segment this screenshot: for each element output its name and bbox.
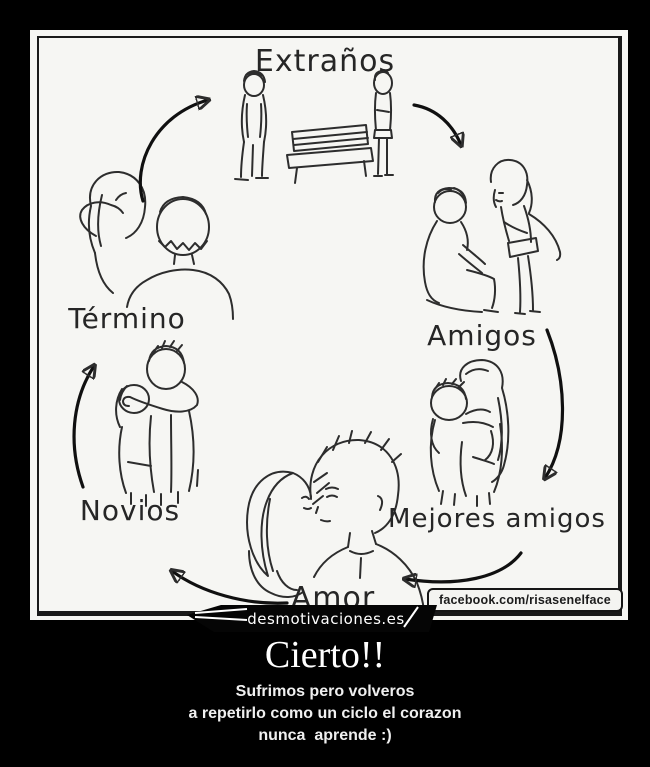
- stage-label-mejores-amigos: Mejores amigos: [388, 504, 606, 534]
- caption-line-1: Sufrimos pero volveros: [235, 683, 415, 700]
- meme-poster: Extraños Amigos Mejores amigos Amor Novi…: [30, 30, 628, 620]
- termino-figures: [79, 170, 234, 320]
- arrow-amigos-to-mejores-amigos: [545, 328, 565, 478]
- arrow-novios-to-termino: [72, 366, 94, 489]
- caption-line-3: nunca aprende :): [258, 727, 392, 744]
- facebook-credit: facebook.com/risasenelface: [427, 588, 623, 612]
- watermark-banner: desmotivaciones.es: [187, 605, 437, 632]
- stage-label-termino: Término: [68, 302, 186, 335]
- arrow-extranos-to-amigos: [412, 103, 461, 145]
- stage-label-extranos: Extraños: [254, 44, 396, 79]
- caption-title: Cierto!!: [264, 634, 386, 676]
- extranos-figures: [234, 69, 394, 184]
- caption-block: Sufrimos pero volveros a repetirlo como …: [0, 681, 650, 747]
- mejores-amigos-figures: [429, 359, 510, 507]
- watermark-right-slash: [403, 606, 419, 628]
- amigos-figures: [422, 158, 562, 315]
- arrow-mejores-amigos-to-amor: [405, 551, 523, 582]
- cycle-drawing: [72, 69, 565, 612]
- arrow-amor-to-novios: [172, 571, 289, 605]
- stage-label-novios: Novios: [79, 494, 181, 527]
- caption-line-2: a repetirlo como un ciclo el corazon: [188, 705, 462, 722]
- watermark-text: desmotivaciones.es: [247, 610, 404, 628]
- arrow-termino-to-extranos: [138, 100, 208, 203]
- novios-figures: [115, 340, 199, 507]
- stage-label-amigos: Amigos: [427, 319, 537, 352]
